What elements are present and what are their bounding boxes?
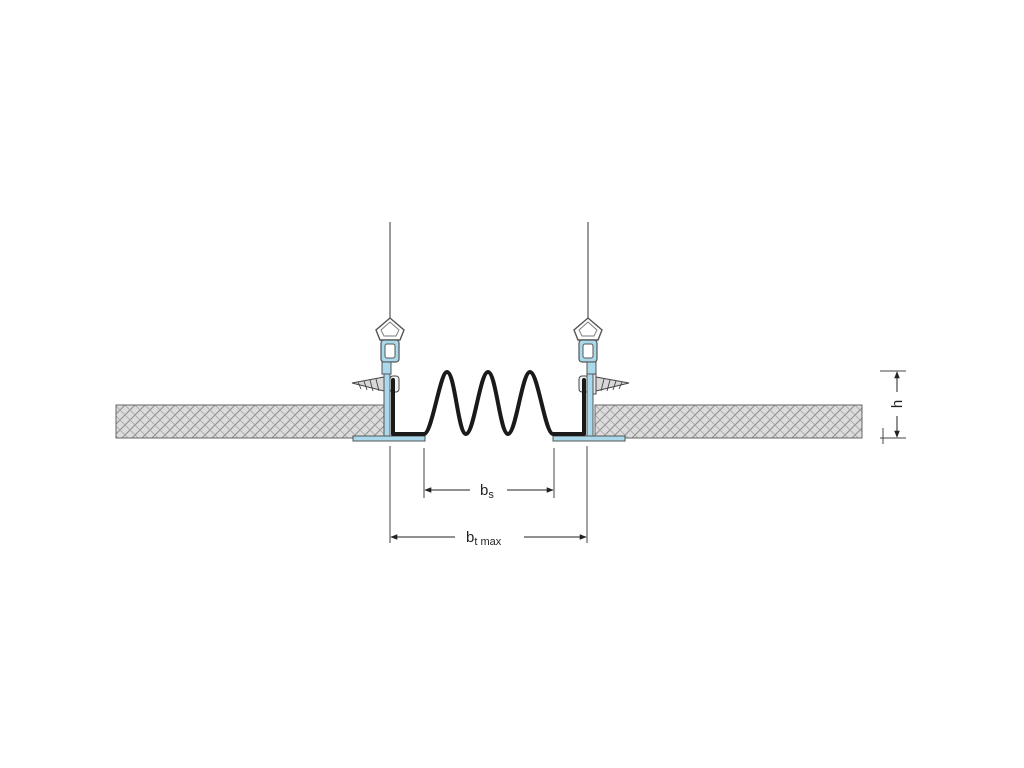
bs-label: bs — [480, 482, 494, 501]
bellows-profile — [391, 370, 586, 436]
right-hanger-hook — [573, 317, 603, 375]
left-hanger-hook — [375, 317, 405, 375]
bt-label: bt max — [466, 529, 502, 548]
right-panel — [594, 404, 863, 439]
left-panel — [115, 404, 390, 439]
right-bracket — [552, 373, 626, 442]
left-bracket — [352, 373, 426, 442]
h-label: h — [889, 400, 906, 408]
